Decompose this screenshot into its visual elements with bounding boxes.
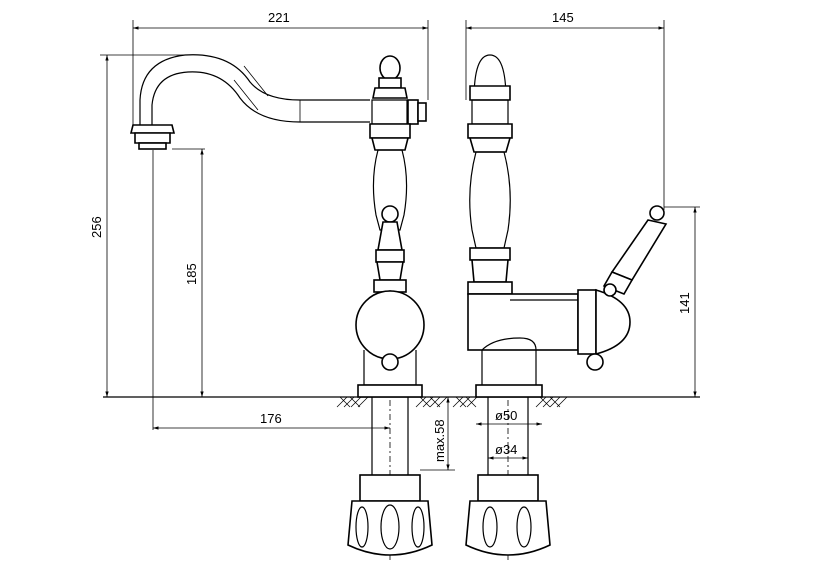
- dim-d50-label: ø50: [495, 408, 517, 423]
- dim-185-label: 185: [184, 263, 199, 285]
- front-view: [129, 54, 433, 560]
- dim-max58-label: max.58: [432, 419, 447, 462]
- hatch-right: [452, 396, 568, 408]
- dim-176: 176: [153, 411, 390, 430]
- dim-145-label: 145: [552, 10, 574, 25]
- dim-d34: ø34: [488, 442, 528, 460]
- dim-141-label: 141: [677, 292, 692, 314]
- dim-d34-label: ø34: [495, 442, 517, 457]
- dim-d50: ø50: [476, 408, 542, 426]
- side-view: [465, 54, 668, 560]
- dim-145: 145: [465, 10, 665, 210]
- dim-221: 221: [132, 10, 429, 125]
- dim-221-label: 221: [268, 10, 290, 25]
- hatch-left: [336, 396, 448, 408]
- countertop: [103, 396, 700, 408]
- dim-256-label: 256: [89, 216, 104, 238]
- dim-176-label: 176: [260, 411, 282, 426]
- dim-256: 256: [89, 54, 185, 397]
- dim-141: 141: [664, 206, 700, 397]
- dim-max58: max.58: [420, 397, 455, 471]
- dim-185: 185: [184, 149, 204, 397]
